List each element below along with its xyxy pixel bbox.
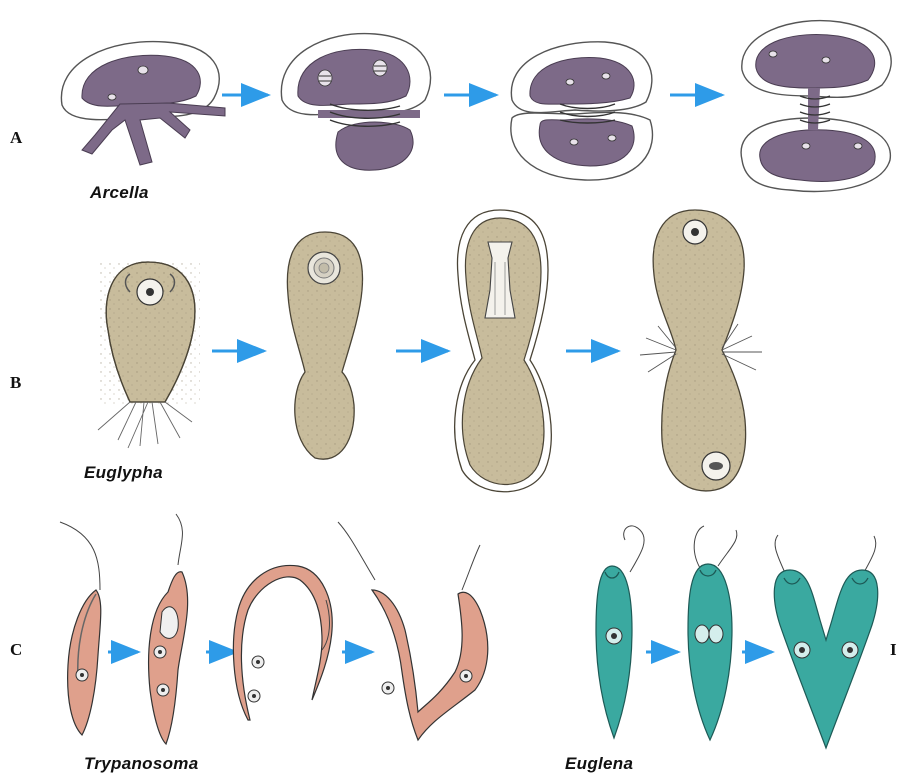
euglypha-stage-3 — [455, 210, 552, 492]
arcella-stage-1 — [61, 42, 225, 165]
arcella-stage-2 — [281, 34, 430, 171]
euglena-stage-3 — [774, 535, 877, 748]
trypanosoma-stage-2 — [149, 514, 188, 744]
euglypha-stage-1 — [98, 262, 200, 448]
arcella-stage-4 — [741, 21, 891, 192]
row-label-a: A — [10, 128, 22, 148]
caption-euglena: Euglena — [565, 754, 633, 774]
row-label-c: C — [10, 640, 22, 660]
trypanosoma-stage-3 — [233, 565, 332, 720]
caption-trypanosoma: Trypanosoma — [84, 754, 198, 774]
euglena-stage-2 — [688, 526, 737, 740]
arcella-stage-3 — [511, 42, 653, 180]
euglypha-stage-4 — [640, 210, 762, 491]
row-label-d: I — [890, 640, 897, 660]
caption-arcella: Arcella — [90, 183, 149, 203]
euglypha-stage-2 — [287, 232, 362, 459]
trypanosoma-stage-4 — [338, 522, 488, 740]
trypanosoma-stage-1 — [60, 522, 101, 735]
euglena-stage-1 — [596, 526, 644, 738]
row-label-b: B — [10, 373, 21, 393]
caption-euglypha: Euglypha — [84, 463, 163, 483]
